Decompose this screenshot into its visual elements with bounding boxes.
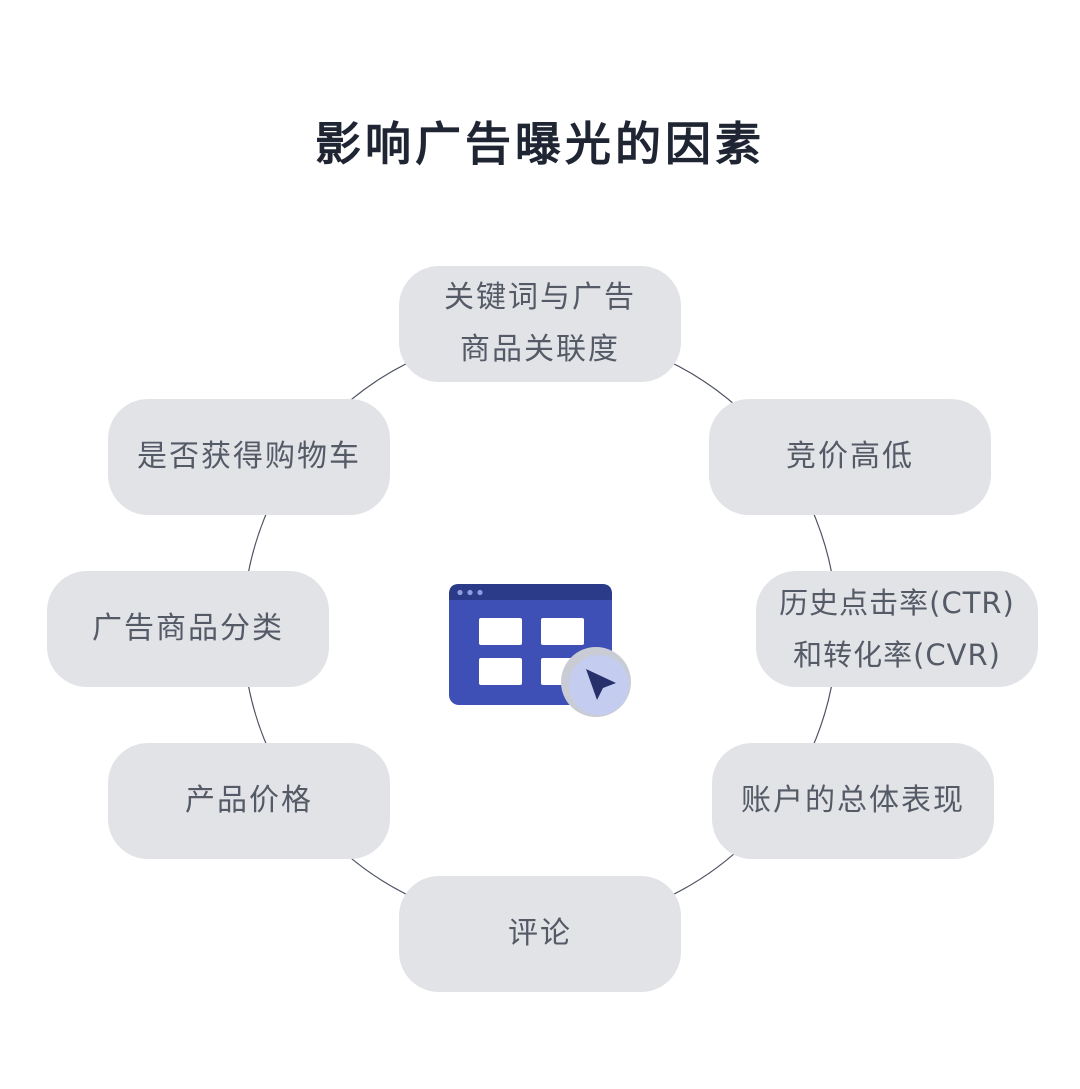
factor-bid-level-label: 竞价高低 — [786, 439, 914, 474]
diagram-title: 影响广告曝光的因素 — [315, 117, 765, 171]
factor-account-performance: 账户的总体表现 — [712, 743, 994, 859]
factor-buy-box-label: 是否获得购物车 — [137, 439, 361, 474]
factor-ctr-cvr-line-1: 历史点击率(CTR) — [779, 586, 1015, 620]
factor-keyword-relevance-line-1: 关键词与广告 — [444, 280, 636, 315]
factor-product-price-label: 产品价格 — [185, 783, 313, 818]
factor-ctr-cvr: 历史点击率(CTR) 和转化率(CVR) — [756, 571, 1038, 687]
factor-bid-level: 竞价高低 — [709, 399, 991, 515]
factor-account-performance-label: 账户的总体表现 — [741, 783, 965, 818]
factor-buy-box: 是否获得购物车 — [108, 399, 390, 515]
factor-reviews: 评论 — [399, 876, 681, 992]
factor-product-price: 产品价格 — [108, 743, 390, 859]
factor-product-category-label: 广告商品分类 — [92, 611, 284, 646]
factor-keyword-relevance-line-2: 商品关联度 — [460, 332, 620, 367]
factor-reviews-label: 评论 — [508, 916, 572, 951]
factor-product-category: 广告商品分类 — [47, 571, 329, 687]
browser-window-cursor-icon — [449, 584, 631, 717]
factor-keyword-relevance: 关键词与广告 商品关联度 — [399, 266, 681, 382]
factor-ctr-cvr-line-2: 和转化率(CVR) — [793, 638, 1001, 672]
